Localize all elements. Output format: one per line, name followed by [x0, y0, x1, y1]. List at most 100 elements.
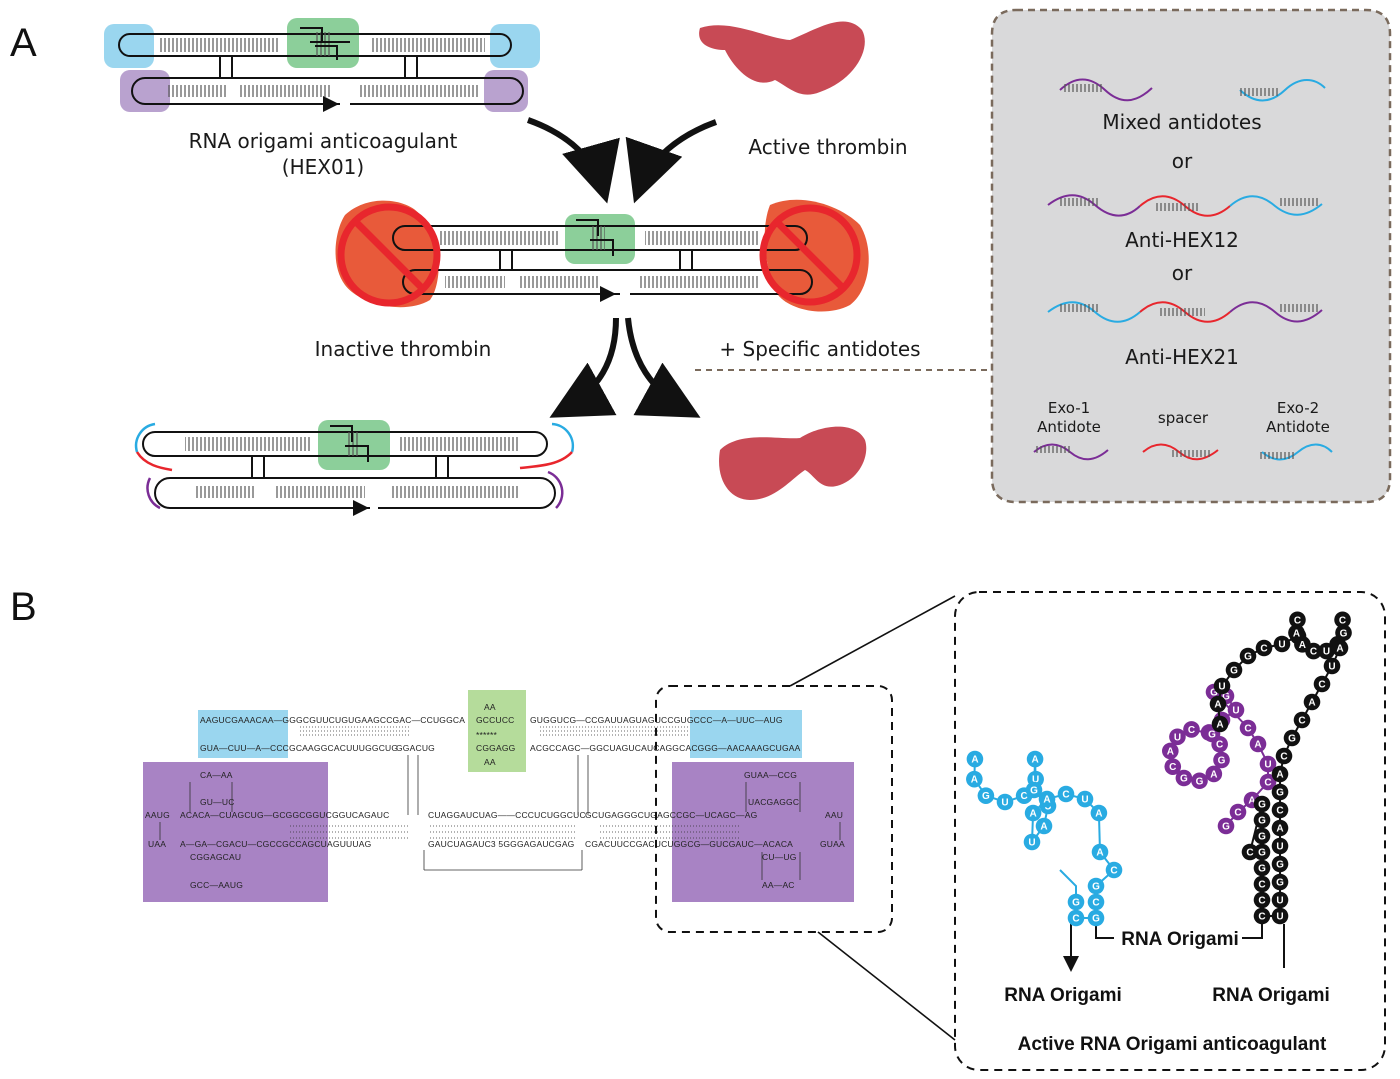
seq-left-p3: ACACA—CUAGCUG—GCGGCGGUCGGUCAGAUC: [180, 810, 389, 820]
black-nucleotide-letter: G: [1258, 848, 1266, 859]
black-nucleotide-letter: U: [1328, 662, 1335, 673]
seq-kl-stars: ******: [476, 730, 498, 740]
seq-kl-top: AA: [484, 702, 496, 712]
purple-nucleotide-letter: G: [1196, 776, 1204, 787]
hex01-label-line1: RNA origami anticoagulant: [189, 129, 458, 153]
blue-nucleotide: [1023, 833, 1041, 851]
seq-right-p3: GCUGAGGGCUGAGCCGC—UCAGC—AG: [585, 810, 757, 820]
purple-nucleotide: [1213, 751, 1230, 769]
seq-right-p4: CGACUUCCGACUCUGGCG—GUCGAUC—ACACA: [585, 839, 793, 849]
or-label-1: or: [1172, 149, 1193, 173]
purple-nucleotide-letter: C: [1234, 808, 1241, 819]
black-nucleotide: [1331, 639, 1349, 657]
exo1-label-line1: Exo-1: [1048, 399, 1090, 417]
black-nucleotide-letter: A: [1336, 644, 1343, 655]
purple-nucleotide: [1205, 765, 1223, 783]
black-nucleotide-letter: G: [1258, 800, 1266, 811]
blue-nucleotide: [1067, 893, 1085, 911]
purple-nucleotide-letter: C: [1188, 725, 1195, 736]
black-nucleotide: [1313, 675, 1331, 693]
blue-nucleotide: [1076, 790, 1094, 808]
zoom-box: [954, 591, 1386, 1071]
black-stemloop: AAUGGCUUCAACUAGCAUCACGCAGCAUGGUUCCCGGGGG…: [1209, 611, 1352, 925]
black-nucleotide-letter: C: [1310, 647, 1317, 658]
black-nucleotide-letter: C: [1246, 848, 1253, 859]
blue-nucleotide: [1025, 781, 1043, 799]
seq-bottom-left: GUA—CUU—A—CCCGCAAGGCACUUUGGCUG: [200, 743, 398, 753]
or-label-2: or: [1172, 261, 1193, 285]
seq-left-p6: GCC—AAUG: [190, 880, 243, 890]
black-nucleotide-letter: C: [1339, 615, 1346, 626]
black-nucleotide-letter: U: [1276, 842, 1283, 853]
seq-mid-top: CUAGGAUCUAG——CCCUCUGGCUC: [428, 810, 586, 820]
blue-nucleotide-letter: G: [982, 791, 990, 802]
blue-nucleotide-letter: U: [1032, 775, 1039, 786]
seq-kl-2: CGGAGG: [476, 743, 515, 753]
blue-nucleotide: [1090, 804, 1108, 822]
seq-left-uaa: UAA: [148, 839, 166, 849]
arrow-hex01-to-complex: [526, 117, 620, 204]
purple-nucleotide-letter: A: [1210, 769, 1217, 780]
blue-nucleotide: [1087, 909, 1105, 927]
anti-hex12-label: Anti-HEX12: [1125, 228, 1239, 252]
purple-nucleotide: [1169, 728, 1186, 746]
black-nucleotide: [1305, 642, 1322, 660]
purple-nucleotide-letter: C: [1216, 740, 1223, 751]
panel-letter-b: B: [10, 585, 37, 629]
black-nucleotide-letter: C: [1258, 912, 1265, 923]
rna-origami-center-label: RNA Origami: [1121, 929, 1239, 950]
seq-right-r2: UACGAGGC: [748, 797, 799, 807]
black-nucleotide: [1289, 611, 1306, 629]
blue-nucleotide-letter: U: [1028, 838, 1035, 849]
exo2-label-line1: Exo-2: [1277, 399, 1319, 417]
purple-nucleotide: [1175, 769, 1193, 787]
blue-nucleotide-letter: G: [1072, 898, 1080, 909]
arrow-to-neutralized: [549, 317, 619, 418]
inactive-complex: [335, 199, 869, 312]
black-nucleotide-letter: G: [1288, 734, 1296, 745]
blue-nucleotide-letter: G: [1092, 914, 1100, 925]
blue-nucleotide-letter: U: [1081, 795, 1088, 806]
purple-nucleotide-letter: U: [1264, 760, 1271, 771]
purple-nucleotide: [1183, 721, 1200, 738]
active-thrombin-shape: [699, 21, 865, 95]
blue-nucleotide-letter: A: [971, 775, 978, 786]
blue-nucleotide: [1067, 909, 1085, 927]
black-nucleotide-letter: U: [1276, 896, 1283, 907]
blue-nucleotide: [1057, 785, 1075, 803]
seq-right-guaa: GUAA: [820, 839, 845, 849]
seq-left-aaug: AAUG: [145, 810, 170, 820]
black-nucleotide-letter: A: [1276, 770, 1283, 781]
legend-strands: [1033, 443, 1333, 461]
seq-ggacug: GGACUG: [396, 743, 435, 753]
black-nucleotide: [1253, 827, 1271, 845]
black-nucleotide-letter: A: [1276, 824, 1283, 835]
blue-nucleotide-letter: C: [1020, 791, 1027, 802]
exo1-label-line2: Antidote: [1037, 418, 1101, 436]
black-nucleotide-letter: A: [1293, 628, 1300, 639]
black-nucleotide-letter: A: [1299, 640, 1306, 651]
black-nucleotide: [1303, 693, 1321, 711]
purple-nucleotide-letter: G: [1210, 688, 1218, 699]
blue-nucleotide-letter: C: [1110, 866, 1117, 877]
blue-nucleotide-letter: A: [1040, 822, 1047, 833]
black-nucleotide: [1271, 907, 1289, 925]
purple-nucleotide: [1259, 773, 1277, 791]
black-nucleotide-letter: A: [1216, 720, 1223, 731]
secondary-structure-map: AAGUCGAAACAA—GGGCGUUCUGUGAAGCCGAC—CCUGGC…: [143, 595, 956, 1041]
inactive-thrombin-label: Inactive thrombin: [315, 337, 492, 361]
specific-antidotes-label: + Specific antidotes: [719, 337, 920, 361]
rna-origami-right-label: RNA Origami: [1212, 985, 1330, 1006]
black-nucleotide-letter: G: [1230, 666, 1238, 677]
purple-nucleotide: [1249, 735, 1267, 753]
blue-stemloop: AAGUCUAGUAUAACUAACGCGCG: [966, 750, 1123, 927]
arrow-to-released-thrombin: [625, 317, 701, 418]
black-nucleotide: [1323, 657, 1341, 675]
black-nucleotide-letter: G: [1244, 652, 1252, 663]
seq-right-r1: GUAA—CCG: [744, 770, 797, 780]
black-nucleotide-letter: G: [1258, 832, 1266, 843]
blue-nucleotide-letter: C: [1092, 898, 1099, 909]
antidote-box: [990, 8, 1392, 504]
panel-letter-a: A: [10, 21, 37, 65]
black-nucleotide-letter: C: [1298, 716, 1305, 727]
